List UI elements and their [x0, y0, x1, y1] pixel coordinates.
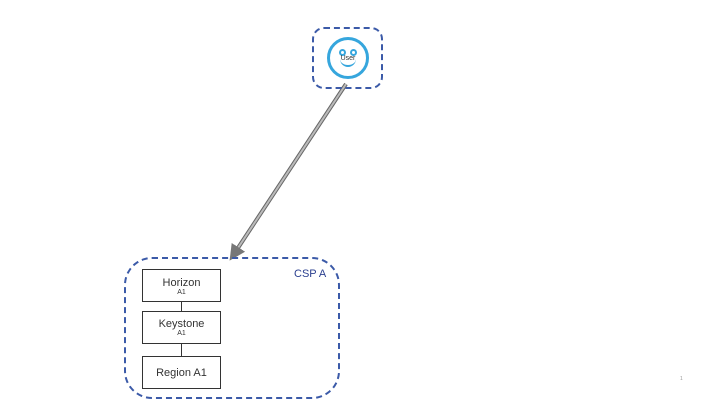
- right-eye-icon: [350, 49, 357, 56]
- csp-label: CSP A: [294, 268, 327, 280]
- component-sub: A1: [177, 289, 186, 296]
- keystone-region-connector: [181, 344, 182, 356]
- horizon-keystone-connector: [181, 302, 182, 311]
- csp-a-group: [124, 257, 340, 399]
- user-group: [312, 27, 383, 89]
- component-sub: A1: [177, 330, 186, 337]
- keystone-component: Keystone A1: [142, 311, 221, 344]
- user-smiley-icon: User: [327, 37, 369, 79]
- component-name: Keystone: [158, 318, 205, 330]
- page-number: 1: [680, 376, 683, 382]
- component-name: Region A1: [156, 367, 207, 379]
- region-component: Region A1: [142, 356, 221, 389]
- smile-icon: [340, 57, 356, 67]
- left-eye-icon: [339, 49, 346, 56]
- horizon-component: Horizon A1: [142, 269, 221, 302]
- component-name: Horizon: [162, 277, 201, 289]
